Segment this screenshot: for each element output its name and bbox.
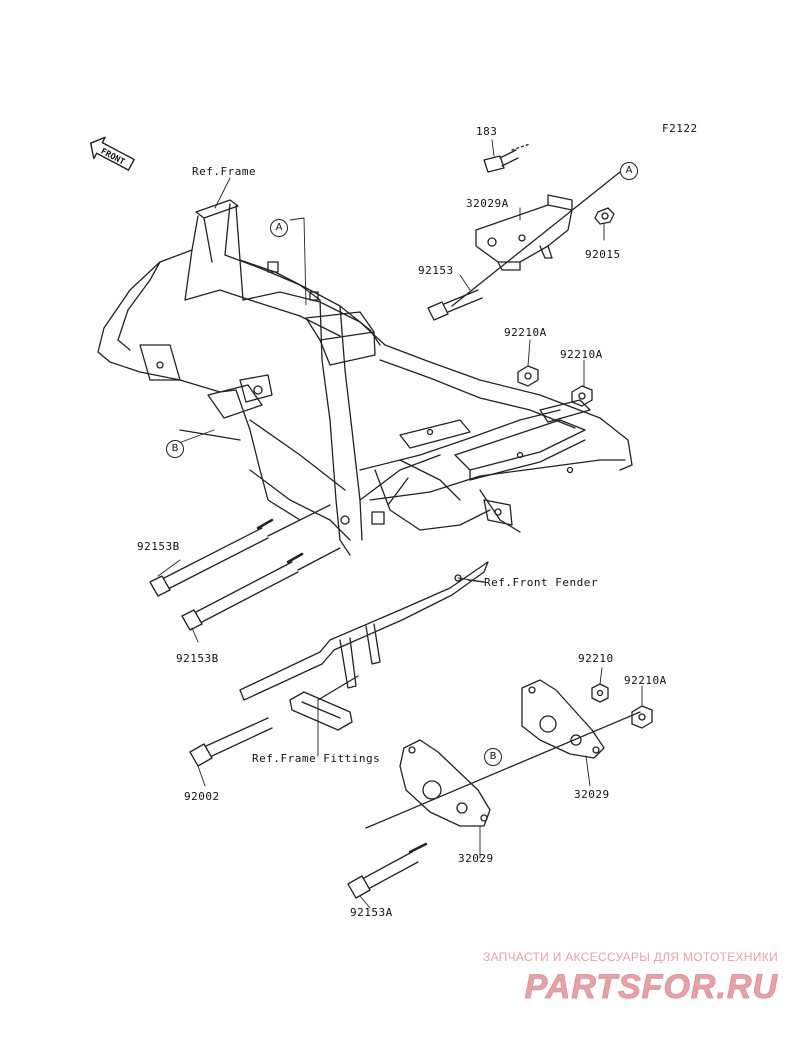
lower-plate-group xyxy=(189,679,653,899)
part-number-92210A-lower: 92210A xyxy=(624,674,667,687)
frame-assembly xyxy=(97,199,633,556)
part-number-92210A-upper-right: 92210A xyxy=(560,348,603,361)
ref-frame-fittings-label: Ref.Frame Fittings xyxy=(252,752,381,765)
part-number-92002: 92002 xyxy=(184,790,220,803)
watermark-logo-text: PARTSFOR.RU xyxy=(525,968,778,1006)
part-number-32029A: 32029A xyxy=(466,197,509,210)
callout-b-plates: B xyxy=(484,748,502,766)
watermark-caption: ЗАПЧАСТИ И АКСЕССУАРЫ ДЛЯ МОТОТЕХНИКИ xyxy=(482,950,778,964)
ref-front-fender-label: Ref.Front Fender xyxy=(484,576,598,589)
diagram-code: F2122 xyxy=(662,122,698,135)
callout-b-frame: B xyxy=(166,440,184,458)
watermark-logo: PARTSFOR.RU xyxy=(524,968,778,1006)
part-number-92153B-lower: 92153B xyxy=(176,652,219,665)
part-number-92153: 92153 xyxy=(418,264,454,277)
part-number-32029-lower: 32029 xyxy=(458,852,494,865)
part-number-32029-right: 32029 xyxy=(574,788,610,801)
part-number-92153B-upper: 92153B xyxy=(137,540,180,553)
callout-a-frame: A xyxy=(270,219,288,237)
fender-bracket xyxy=(239,561,489,731)
front-direction-arrow-icon: FRONT xyxy=(89,136,135,171)
part-number-183: 183 xyxy=(476,125,498,138)
leader-lines xyxy=(157,139,643,909)
upper-bracket-group xyxy=(427,143,621,321)
long-bolts-92153B xyxy=(149,504,341,631)
part-number-92153A: 92153A xyxy=(350,906,393,919)
ref-frame-label: Ref.Frame xyxy=(192,165,257,178)
part-number-92015: 92015 xyxy=(585,248,621,261)
callout-a-bracket: A xyxy=(620,162,638,180)
part-number-92210: 92210 xyxy=(578,652,614,665)
part-number-92210A-upper-left: 92210A xyxy=(504,326,547,339)
